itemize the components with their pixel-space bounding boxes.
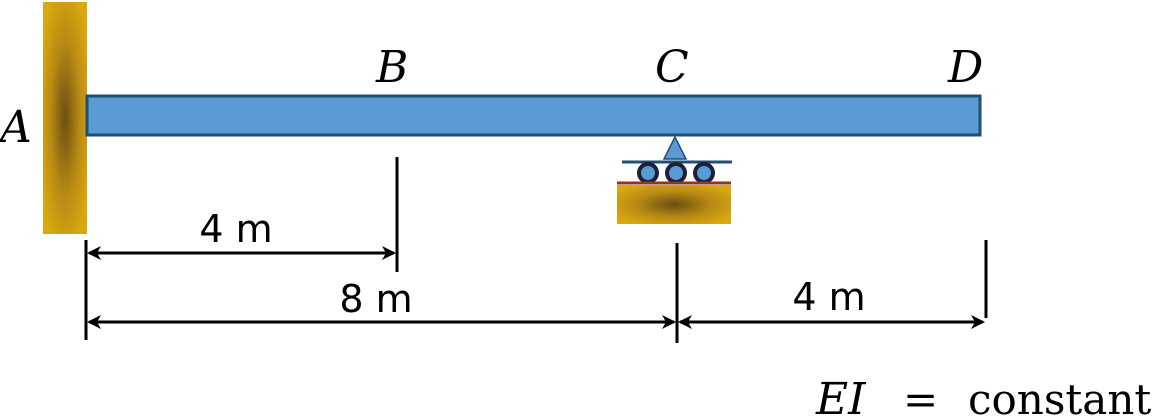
dimension-label-cd: 4 m bbox=[792, 275, 865, 319]
equals-sign: = bbox=[903, 375, 938, 420]
roller-wheel bbox=[637, 162, 659, 184]
dimension-label-ab: 4 m bbox=[199, 207, 272, 251]
point-label-a: A bbox=[0, 102, 32, 153]
roller-pin-triangle bbox=[662, 135, 688, 160]
fixed-support-wall bbox=[43, 2, 87, 234]
point-label-b: B bbox=[375, 42, 408, 93]
dimension-label-ac: 8 m bbox=[339, 277, 412, 321]
roller-wheel bbox=[665, 162, 687, 184]
beam bbox=[85, 94, 982, 137]
point-label-c: C bbox=[655, 42, 689, 93]
point-label-d: D bbox=[947, 42, 983, 93]
ei-symbol: EI bbox=[815, 374, 867, 420]
ei-value: constant bbox=[968, 375, 1151, 420]
roller-wheel bbox=[693, 162, 715, 184]
roller-support bbox=[617, 135, 732, 224]
roller-ground-block bbox=[617, 185, 731, 224]
stiffness-note: EI = constant bbox=[815, 374, 1151, 420]
